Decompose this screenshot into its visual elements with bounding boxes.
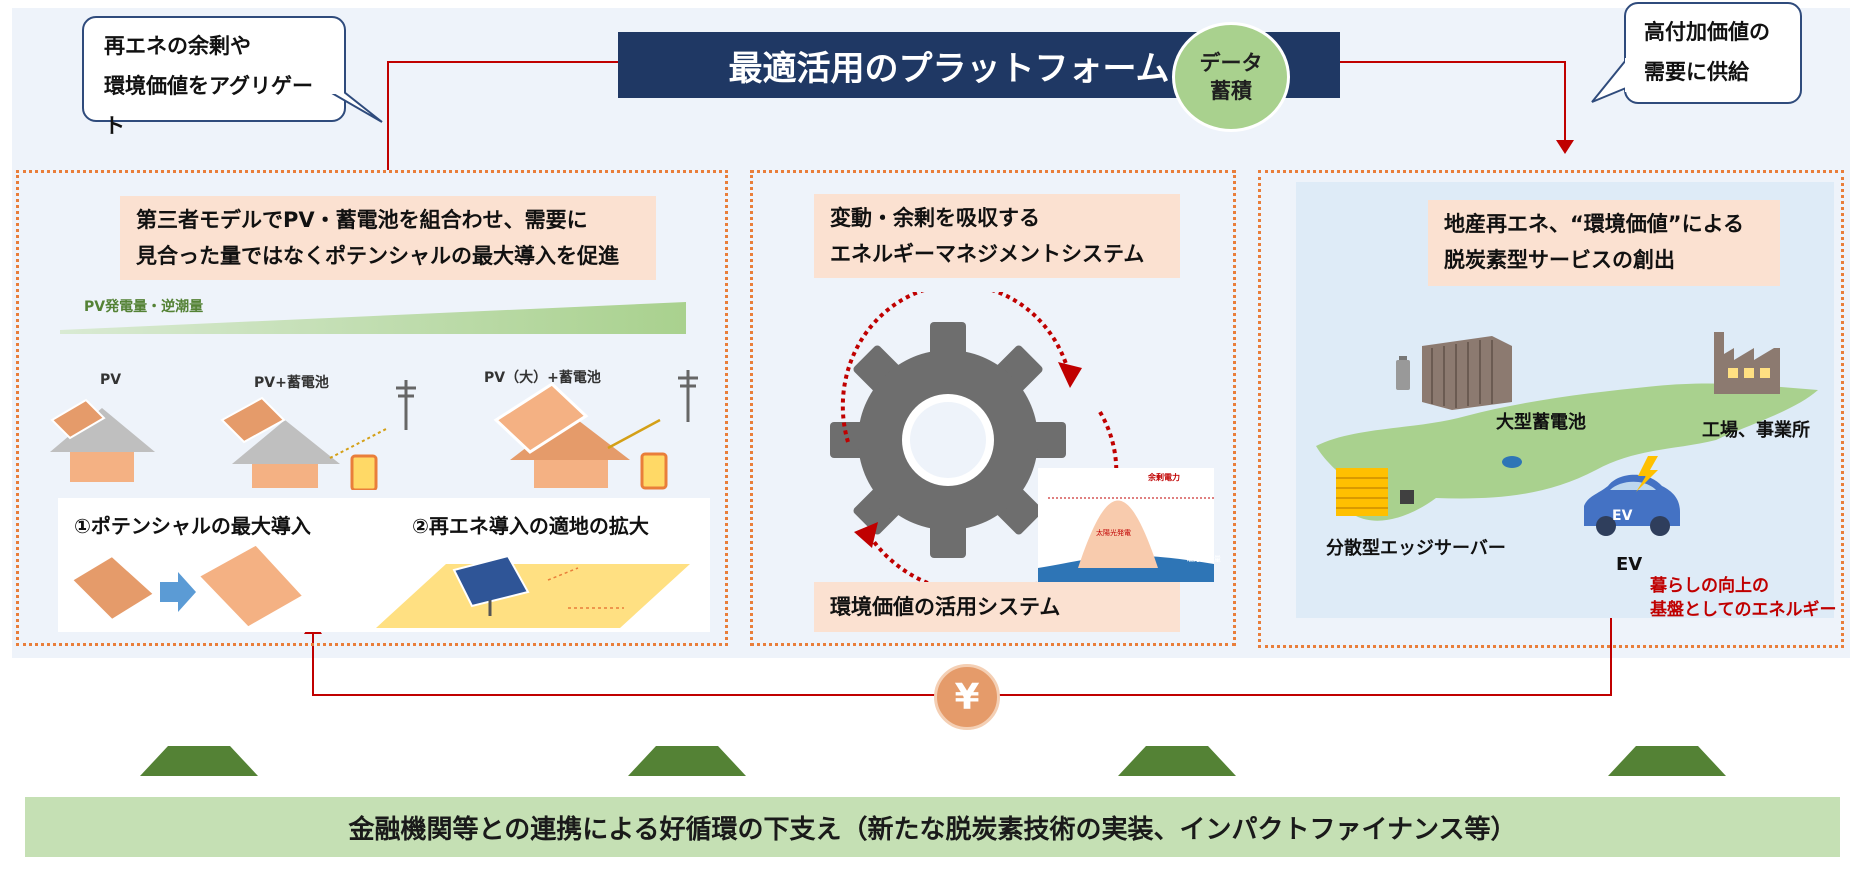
arrowhead-right	[1556, 140, 1574, 154]
lake	[1502, 456, 1522, 468]
up-arrow-4	[1608, 746, 1726, 776]
callout-left-tail	[330, 90, 383, 123]
small-panel-icon	[70, 554, 156, 622]
yen-symbol: ¥	[954, 676, 980, 718]
middle-section-header: 変動・余剰を吸収する エネルギーマネジメントシステム	[814, 194, 1180, 278]
ev-label: EV	[1616, 554, 1643, 575]
up-arrow-3	[1118, 746, 1236, 776]
data-circle-line2: 蓄積	[1210, 79, 1252, 103]
blue-arrow-icon	[160, 572, 196, 612]
connector-left	[387, 61, 618, 170]
large-battery-icon	[1396, 336, 1512, 410]
large-panel-icon	[195, 542, 307, 630]
finance-bar-text: 金融機関等との連携による好循環の下支え（新たな脱炭素技術の実装、インパクトファイ…	[348, 814, 1517, 845]
middle-section	[750, 170, 1236, 646]
up-arrow-1	[140, 746, 258, 776]
data-circle-line1: データ	[1199, 50, 1263, 75]
up-arrow-2	[628, 746, 746, 776]
mini-supply-chart	[1038, 468, 1214, 582]
mini-chart-solar: 太陽光発電	[1096, 529, 1131, 537]
callout-right-tail	[1591, 58, 1632, 103]
house3-label: PV（大）+蓄電池	[484, 370, 601, 386]
house3-icon	[493, 370, 698, 490]
solar-panel-icon	[452, 554, 530, 608]
pv-bar-label: PV発電量・逆潮量	[84, 299, 204, 315]
callout-left: 再エネの余剰や 環境価値をアグリゲート	[82, 16, 346, 138]
red-line2: 基盤としてのエネルギー	[1650, 600, 1837, 620]
house1-label: PV	[100, 372, 122, 388]
yen-coin-icon: ¥	[934, 664, 1000, 730]
data-accumulation-circle: データ 蓄積	[1172, 22, 1290, 132]
edge-server-icon	[1336, 468, 1414, 516]
sub-illustrations	[70, 542, 690, 630]
edge-server-label: 分散型エッジサーバー	[1326, 538, 1506, 559]
left-header-line2: 見合った量ではなくポテンシャルの最大導入を促進	[136, 244, 619, 268]
middle-section-footer: 環境価値の活用システム	[814, 582, 1180, 632]
ev-car-icon	[1584, 456, 1680, 536]
battery-label: 大型蓄電池	[1496, 412, 1586, 433]
mini-chart-surplus: 余剰電力	[1148, 473, 1180, 482]
right-header-line1: 地産再エネ、“環境価値”による	[1444, 212, 1744, 236]
factory-icon	[1714, 332, 1780, 394]
house1-icon	[50, 398, 155, 482]
callout-right-line2: 需要に供給	[1644, 60, 1749, 84]
finance-bar: 金融機関等との連携による好循環の下支え（新たな脱炭素技術の実装、インパクトファイ…	[25, 797, 1840, 857]
house-illustrations	[50, 370, 698, 490]
house2-icon	[220, 380, 416, 490]
left-section-header: 第三者モデルでPV・蓄電池を組合わせ、需要に 見合った量ではなくポテンシャルの最…	[120, 196, 656, 280]
red-annotation: 暮らしの向上の 基盤としてのエネルギー	[1650, 574, 1837, 622]
sub1-label: ①ポテンシャルの最大導入	[74, 514, 311, 538]
left-section	[16, 170, 728, 646]
green-up-arrows	[140, 746, 1726, 776]
left-header-line1: 第三者モデルでPV・蓄電池を組合わせ、需要に	[136, 208, 588, 232]
sub2-label: ②再エネ導入の適地の拡大	[412, 514, 649, 538]
callout-right-line1: 高付加価値の	[1644, 20, 1770, 44]
right-section-header: 地産再エネ、“環境価値”による 脱炭素型サービスの創出	[1428, 200, 1780, 286]
island-shape	[1316, 383, 1818, 521]
right-section	[1258, 170, 1844, 648]
land-plane-icon	[376, 564, 690, 628]
right-header-line2: 脱炭素型サービスの創出	[1444, 248, 1675, 272]
middle-header-line2: エネルギーマネジメントシステム	[830, 242, 1145, 266]
callout-right: 高付加価値の 需要に供給	[1624, 2, 1802, 104]
factory-label: 工場、事業所	[1702, 420, 1810, 441]
cycle-arrow-top	[840, 292, 1070, 443]
gear-icon	[830, 322, 1066, 558]
pv-generation-wedge	[60, 302, 686, 334]
mini-chart-demand: 電力需要量	[1186, 555, 1221, 563]
middle-header-line1: 変動・余剰を吸収する	[830, 206, 1040, 230]
platform-title: 最適活用のプラットフォーム	[728, 48, 1170, 89]
callout-left-line1: 再エネの余剰や	[104, 34, 251, 58]
ems-gear-diagram	[830, 292, 1214, 588]
ev-badge: EV	[1612, 508, 1633, 524]
connector-right	[1340, 61, 1566, 140]
island-map	[1316, 383, 1818, 521]
house2-label: PV+蓄電池	[254, 375, 329, 391]
callout-left-line2: 環境価値をアグリゲート	[104, 74, 313, 138]
red-line1: 暮らしの向上の	[1650, 576, 1769, 596]
